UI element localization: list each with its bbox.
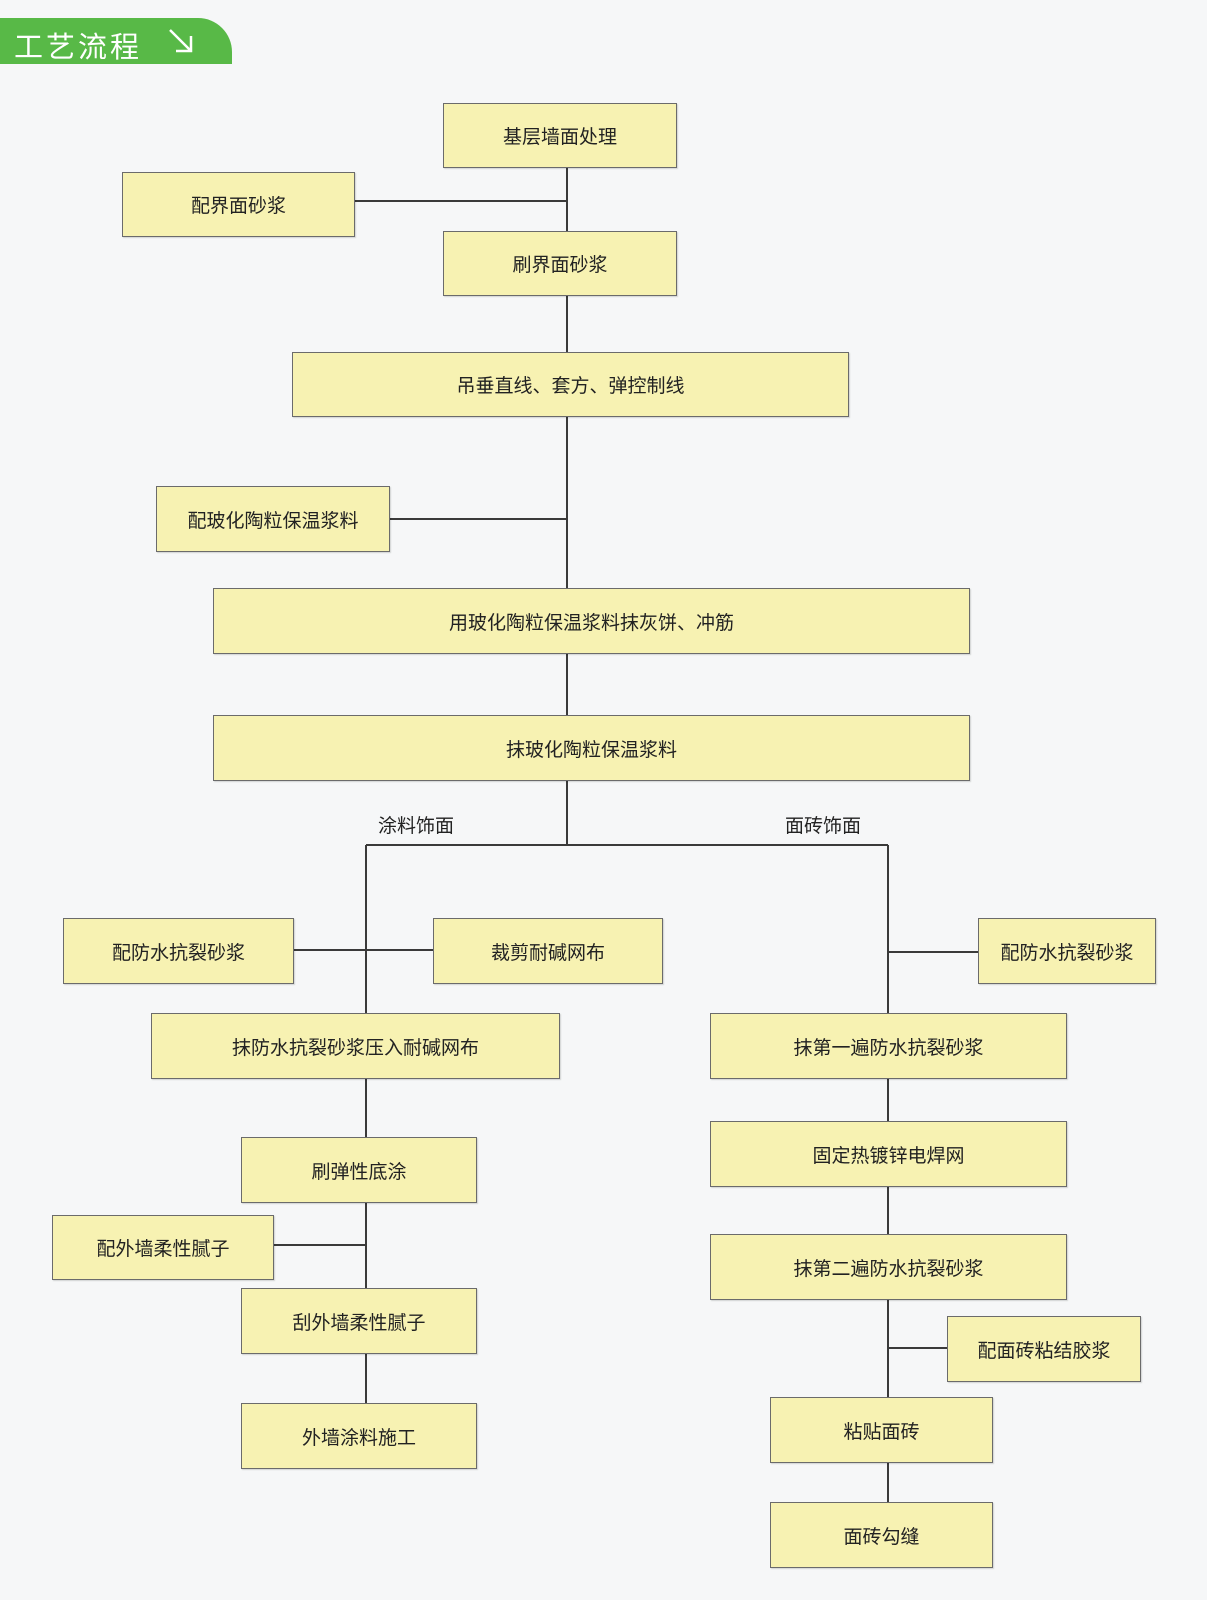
step-second-crack-mortar: 抹第二遍防水抗裂砂浆 [710,1234,1067,1300]
step-paste-tiles: 粘贴面砖 [770,1397,993,1463]
step-first-crack-mortar: 抹第一遍防水抗裂砂浆 [710,1013,1067,1079]
step-paint-coating: 外墙涂料施工 [241,1403,477,1469]
step-mix-interface-mortar: 配界面砂浆 [122,172,355,237]
step-left-mix-crack-mortar: 配防水抗裂砂浆 [63,918,294,984]
step-mix-tile-adhesive: 配面砖粘结胶浆 [947,1316,1141,1382]
arrow-down-right-icon [169,29,193,53]
step-dots-and-ribs: 用玻化陶粒保温浆料抹灰饼、冲筋 [213,588,970,654]
step-fix-welded-mesh: 固定热镀锌电焊网 [710,1121,1067,1187]
step-press-mesh: 抹防水抗裂砂浆压入耐碱网布 [151,1013,560,1079]
step-apply-insulation-slurry: 抹玻化陶粒保温浆料 [213,715,970,781]
branch-label-tile: 面砖饰面 [785,815,862,837]
step-tile-jointing: 面砖勾缝 [770,1502,993,1568]
step-brush-interface-mortar: 刷界面砂浆 [443,231,677,296]
step-scrape-putty: 刮外墙柔性腻子 [241,1288,477,1354]
step-mix-insulation-slurry: 配玻化陶粒保温浆料 [156,486,390,552]
branch-label-coating: 涂料饰面 [378,815,455,837]
step-right-mix-crack-mortar: 配防水抗裂砂浆 [978,918,1156,984]
step-mix-putty: 配外墙柔性腻子 [52,1215,274,1280]
step-elastic-primer: 刷弹性底涂 [241,1137,477,1203]
section-header-tab: 工艺流程 [0,18,232,64]
step-cut-mesh: 裁剪耐碱网布 [433,918,663,984]
step-base-wall-treatment: 基层墙面处理 [443,103,677,168]
section-title: 工艺流程 [14,30,143,64]
step-plumb-lines: 吊垂直线、套方、弹控制线 [292,352,849,417]
